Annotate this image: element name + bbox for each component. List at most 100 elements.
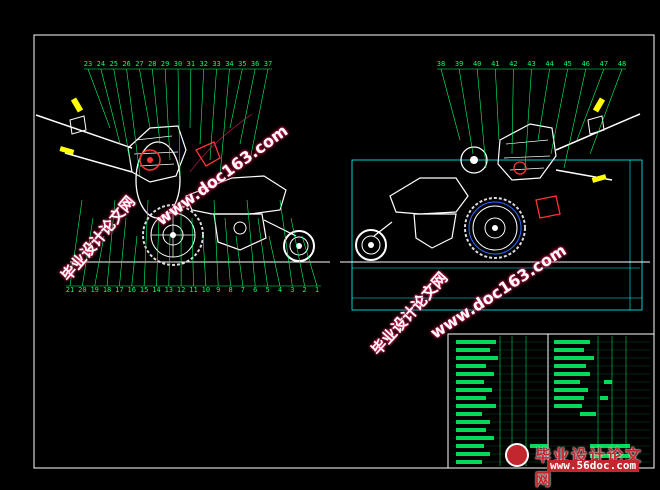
part-number-label: 48 [618, 60, 626, 68]
title-block-text-line [456, 340, 496, 344]
part-number-label: 5 [265, 286, 269, 294]
part-number-label: 28 [148, 60, 156, 68]
part-number-label: 42 [509, 60, 517, 68]
part-number-label: 47 [600, 60, 608, 68]
leader-line [240, 69, 255, 144]
leader-line [590, 69, 622, 154]
part-number-label: 23 [84, 60, 92, 68]
part-number-label: 6 [253, 286, 257, 294]
title-block-text-line [456, 452, 490, 456]
leader-line [236, 236, 243, 286]
title-block-text-line [456, 396, 486, 400]
part-number-label: 15 [140, 286, 148, 294]
leader-line [169, 236, 170, 286]
leader-line [192, 218, 194, 286]
leader-line [119, 218, 126, 286]
title-block-text-line [604, 380, 612, 384]
title-block-text-line [456, 436, 494, 440]
title-block-text-line [456, 364, 486, 368]
part-number-label: 14 [152, 286, 160, 294]
part-number-label: 13 [165, 286, 173, 294]
part-number-label: 16 [128, 286, 136, 294]
leader-line [203, 236, 206, 286]
right-engine-housing [498, 124, 556, 180]
brand-emblem-icon [505, 443, 529, 467]
right-drive-wheel [465, 198, 525, 258]
title-block-text-line [554, 380, 580, 384]
leader-line [152, 69, 160, 144]
right-engine-detail [504, 140, 550, 170]
leader-line [525, 69, 532, 168]
part-number-label: 45 [563, 60, 571, 68]
leader-line [139, 69, 150, 128]
part-number-label: 37 [264, 60, 272, 68]
right-frame-body [390, 178, 468, 214]
part-number-label: 17 [115, 286, 123, 294]
right-front-arm [374, 222, 392, 236]
part-number-label: 34 [225, 60, 233, 68]
title-block-text-line [580, 412, 596, 416]
leader-line [230, 69, 242, 128]
part-number-label: 32 [199, 60, 207, 68]
part-number-label: 25 [109, 60, 117, 68]
part-number-label: 43 [527, 60, 535, 68]
left-front-arm [264, 220, 296, 236]
part-number-label: 12 [177, 286, 185, 294]
right-handle-grip [592, 174, 607, 183]
part-number-label: 46 [582, 60, 590, 68]
title-block-text-line [456, 356, 498, 360]
brand-site: www.56doc.com [547, 460, 639, 472]
leader-line [132, 236, 137, 286]
title-block-text-line [554, 364, 586, 368]
right-front-wheel [356, 230, 386, 260]
part-number-label: 11 [189, 286, 197, 294]
part-number-label: 39 [455, 60, 463, 68]
part-number-label: 41 [491, 60, 499, 68]
right-pulley-hub [470, 156, 478, 164]
title-block-text-line [456, 348, 490, 352]
title-block-text-line [554, 340, 590, 344]
part-number-label: 24 [97, 60, 105, 68]
right-handle-grip-upper [593, 97, 605, 112]
part-number-label: 26 [122, 60, 130, 68]
part-number-label: 35 [238, 60, 246, 68]
left-gearbox-shaft [234, 222, 246, 234]
part-number-label: 21 [66, 286, 74, 294]
leader-line [214, 200, 218, 286]
left-handle-upper [36, 115, 132, 148]
part-number-label: 33 [212, 60, 220, 68]
right-gearbox [414, 214, 456, 248]
title-block-text-line [456, 372, 494, 376]
leader-line [178, 69, 180, 176]
title-block-text-line [456, 444, 484, 448]
right-handle-lever [588, 116, 604, 134]
part-number-label: 8 [228, 286, 232, 294]
title-block-text-line [554, 356, 594, 360]
leader-line [269, 236, 280, 286]
part-number-label: 44 [545, 60, 553, 68]
part-number-label: 19 [90, 286, 98, 294]
title-block-text-line [600, 396, 608, 400]
right-red-component [536, 196, 560, 218]
leader-line [114, 69, 130, 160]
leader-line [477, 69, 486, 168]
part-number-label: 7 [241, 286, 245, 294]
title-block-text-line [456, 380, 484, 384]
part-number-label: 30 [174, 60, 182, 68]
part-number-label: 3 [290, 286, 294, 294]
part-number-label: 36 [251, 60, 259, 68]
leader-line [495, 69, 499, 140]
leader-line [538, 69, 550, 140]
brand-logo: 毕业设计论文网 www.56doc.com [505, 443, 655, 473]
leader-line [200, 69, 204, 144]
left-handle-lower [65, 153, 132, 172]
leader-line [441, 69, 460, 140]
part-number-label: 20 [78, 286, 86, 294]
leader-line [88, 69, 110, 128]
left-handle-grip-upper [71, 97, 83, 112]
right-machine-view [340, 97, 650, 310]
part-number-label: 40 [473, 60, 481, 68]
title-block-text-line [456, 404, 496, 408]
